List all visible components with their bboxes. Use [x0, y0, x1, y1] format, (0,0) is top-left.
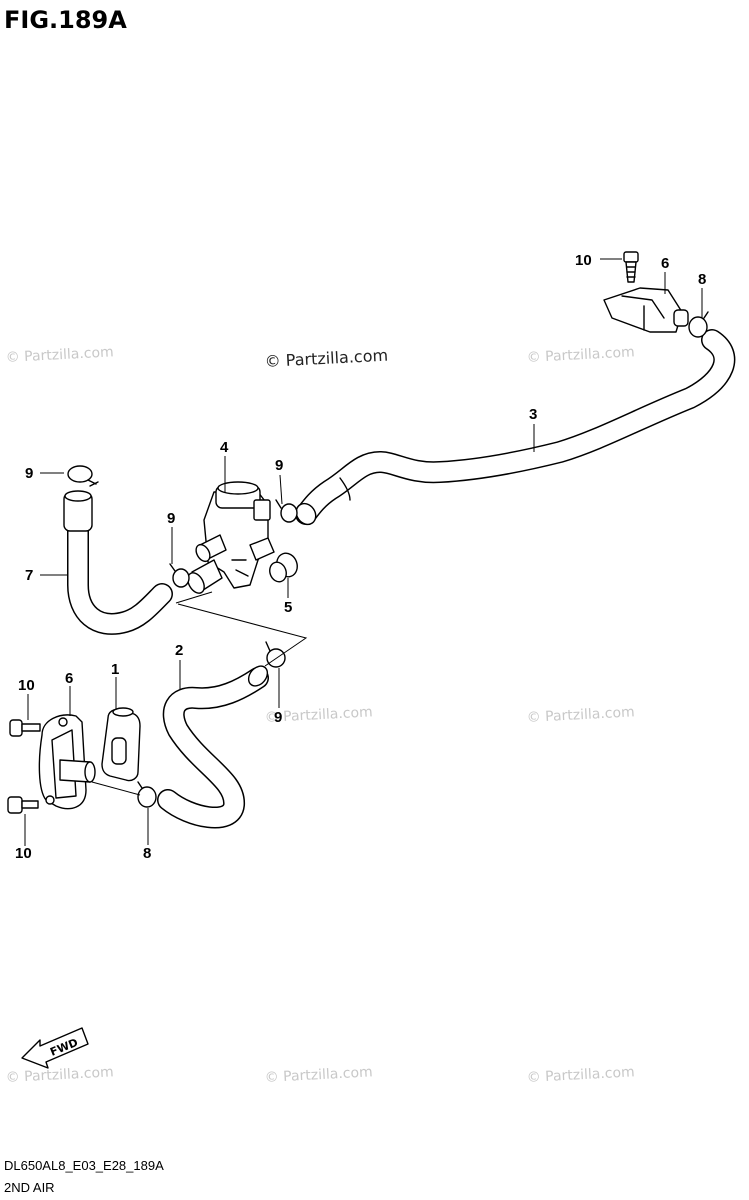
callout-1: 1 — [111, 661, 119, 678]
clamp-9-left — [67, 465, 99, 487]
bolt-10-left-upper — [9, 719, 41, 737]
callout-leaders — [24, 258, 703, 846]
callout-10-left-upper: 10 — [18, 677, 35, 694]
callout-8-bottom: 8 — [143, 845, 151, 862]
callout-9-valve: 9 — [167, 510, 175, 527]
assembly-lines — [91, 591, 308, 796]
callout-10-left-lower: 10 — [15, 845, 32, 862]
hose-7 — [63, 490, 173, 635]
callout-7: 7 — [25, 567, 33, 584]
watermark: © Partzilla.com — [526, 344, 635, 366]
watermark: © Partzilla.com — [5, 1064, 114, 1086]
air-valve-part-4 — [187, 481, 275, 594]
clamp-8-top — [688, 311, 709, 338]
reed-cover-part-6-top — [603, 287, 689, 333]
callout-8-top: 8 — [698, 271, 706, 288]
bolt-10-left-lower — [7, 796, 39, 814]
fwd-arrow-icon: FWD — [21, 1027, 89, 1069]
reed-cover-part-6-left — [38, 714, 96, 810]
callout-6-top: 6 — [661, 255, 669, 272]
callout-6-left: 6 — [65, 670, 73, 687]
figure-title: FIG.189A — [4, 6, 127, 34]
bolt-10-top — [623, 251, 639, 283]
diagram-caption: 2ND AIR — [4, 1180, 55, 1195]
cap-part-5 — [269, 552, 298, 583]
fwd-label: FWD — [48, 1036, 80, 1059]
clamp-9-mid — [275, 499, 298, 523]
callout-3: 3 — [529, 406, 537, 423]
watermark: © Partzilla.com — [264, 704, 373, 726]
reed-valve-part-1 — [101, 707, 141, 782]
clamp-9-valve — [169, 563, 190, 588]
hose-2 — [157, 665, 269, 829]
callout-5: 5 — [284, 599, 292, 616]
callout-10-top: 10 — [575, 252, 592, 269]
hose-3 — [295, 329, 736, 526]
callout-2: 2 — [175, 642, 183, 659]
callout-9-mid: 9 — [275, 457, 283, 474]
callout-9-left: 9 — [25, 465, 33, 482]
diagram-code: DL650AL8_E03_E28_189A — [4, 1158, 164, 1173]
watermark: © Partzilla.com — [5, 344, 114, 366]
callout-9-lower: 9 — [274, 709, 282, 726]
watermark-center: © Partzilla.com — [264, 346, 388, 371]
clamp-8-bottom — [137, 781, 157, 808]
watermark: © Partzilla.com — [264, 1064, 373, 1086]
watermark: © Partzilla.com — [526, 704, 635, 726]
watermark: © Partzilla.com — [526, 1064, 635, 1086]
callout-4: 4 — [220, 439, 229, 456]
